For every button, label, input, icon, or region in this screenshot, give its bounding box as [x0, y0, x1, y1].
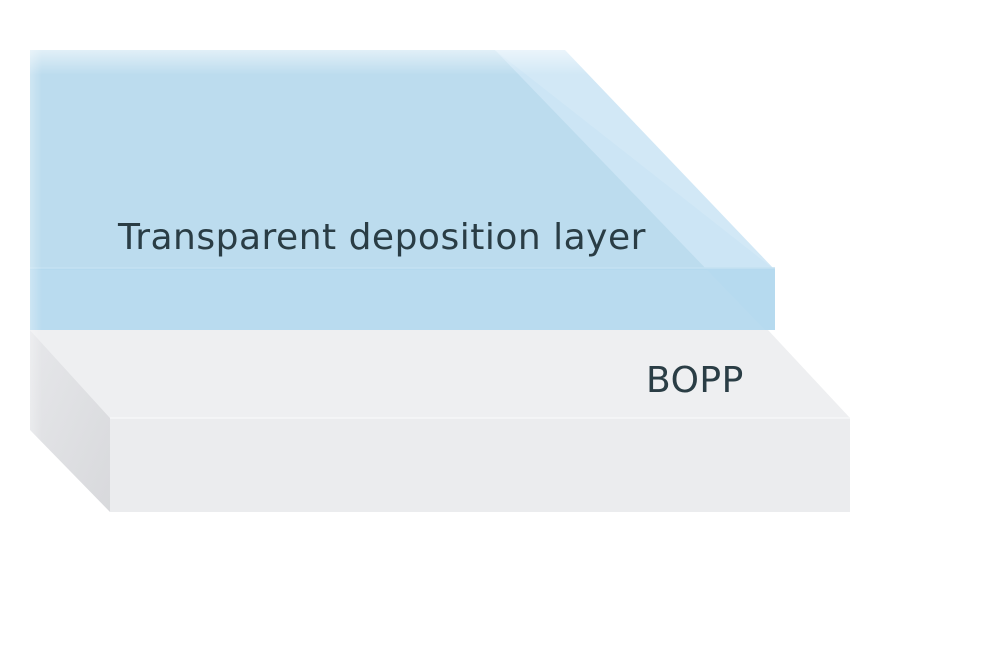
- bopp-layer-label: BOPP: [646, 360, 744, 401]
- deposition-layer: [30, 50, 775, 330]
- deposition-front-face: [30, 268, 775, 330]
- left-fade-overlay: [0, 30, 70, 530]
- deposition-slope-face: [495, 50, 775, 330]
- bopp-top-face: [30, 330, 850, 418]
- deposition-top-face: [30, 50, 775, 270]
- bopp-layer: [30, 330, 850, 512]
- top-fade-overlay: [0, 30, 620, 75]
- bopp-front-face: [110, 418, 850, 512]
- deposition-layer-label: Transparent deposition layer: [117, 217, 646, 258]
